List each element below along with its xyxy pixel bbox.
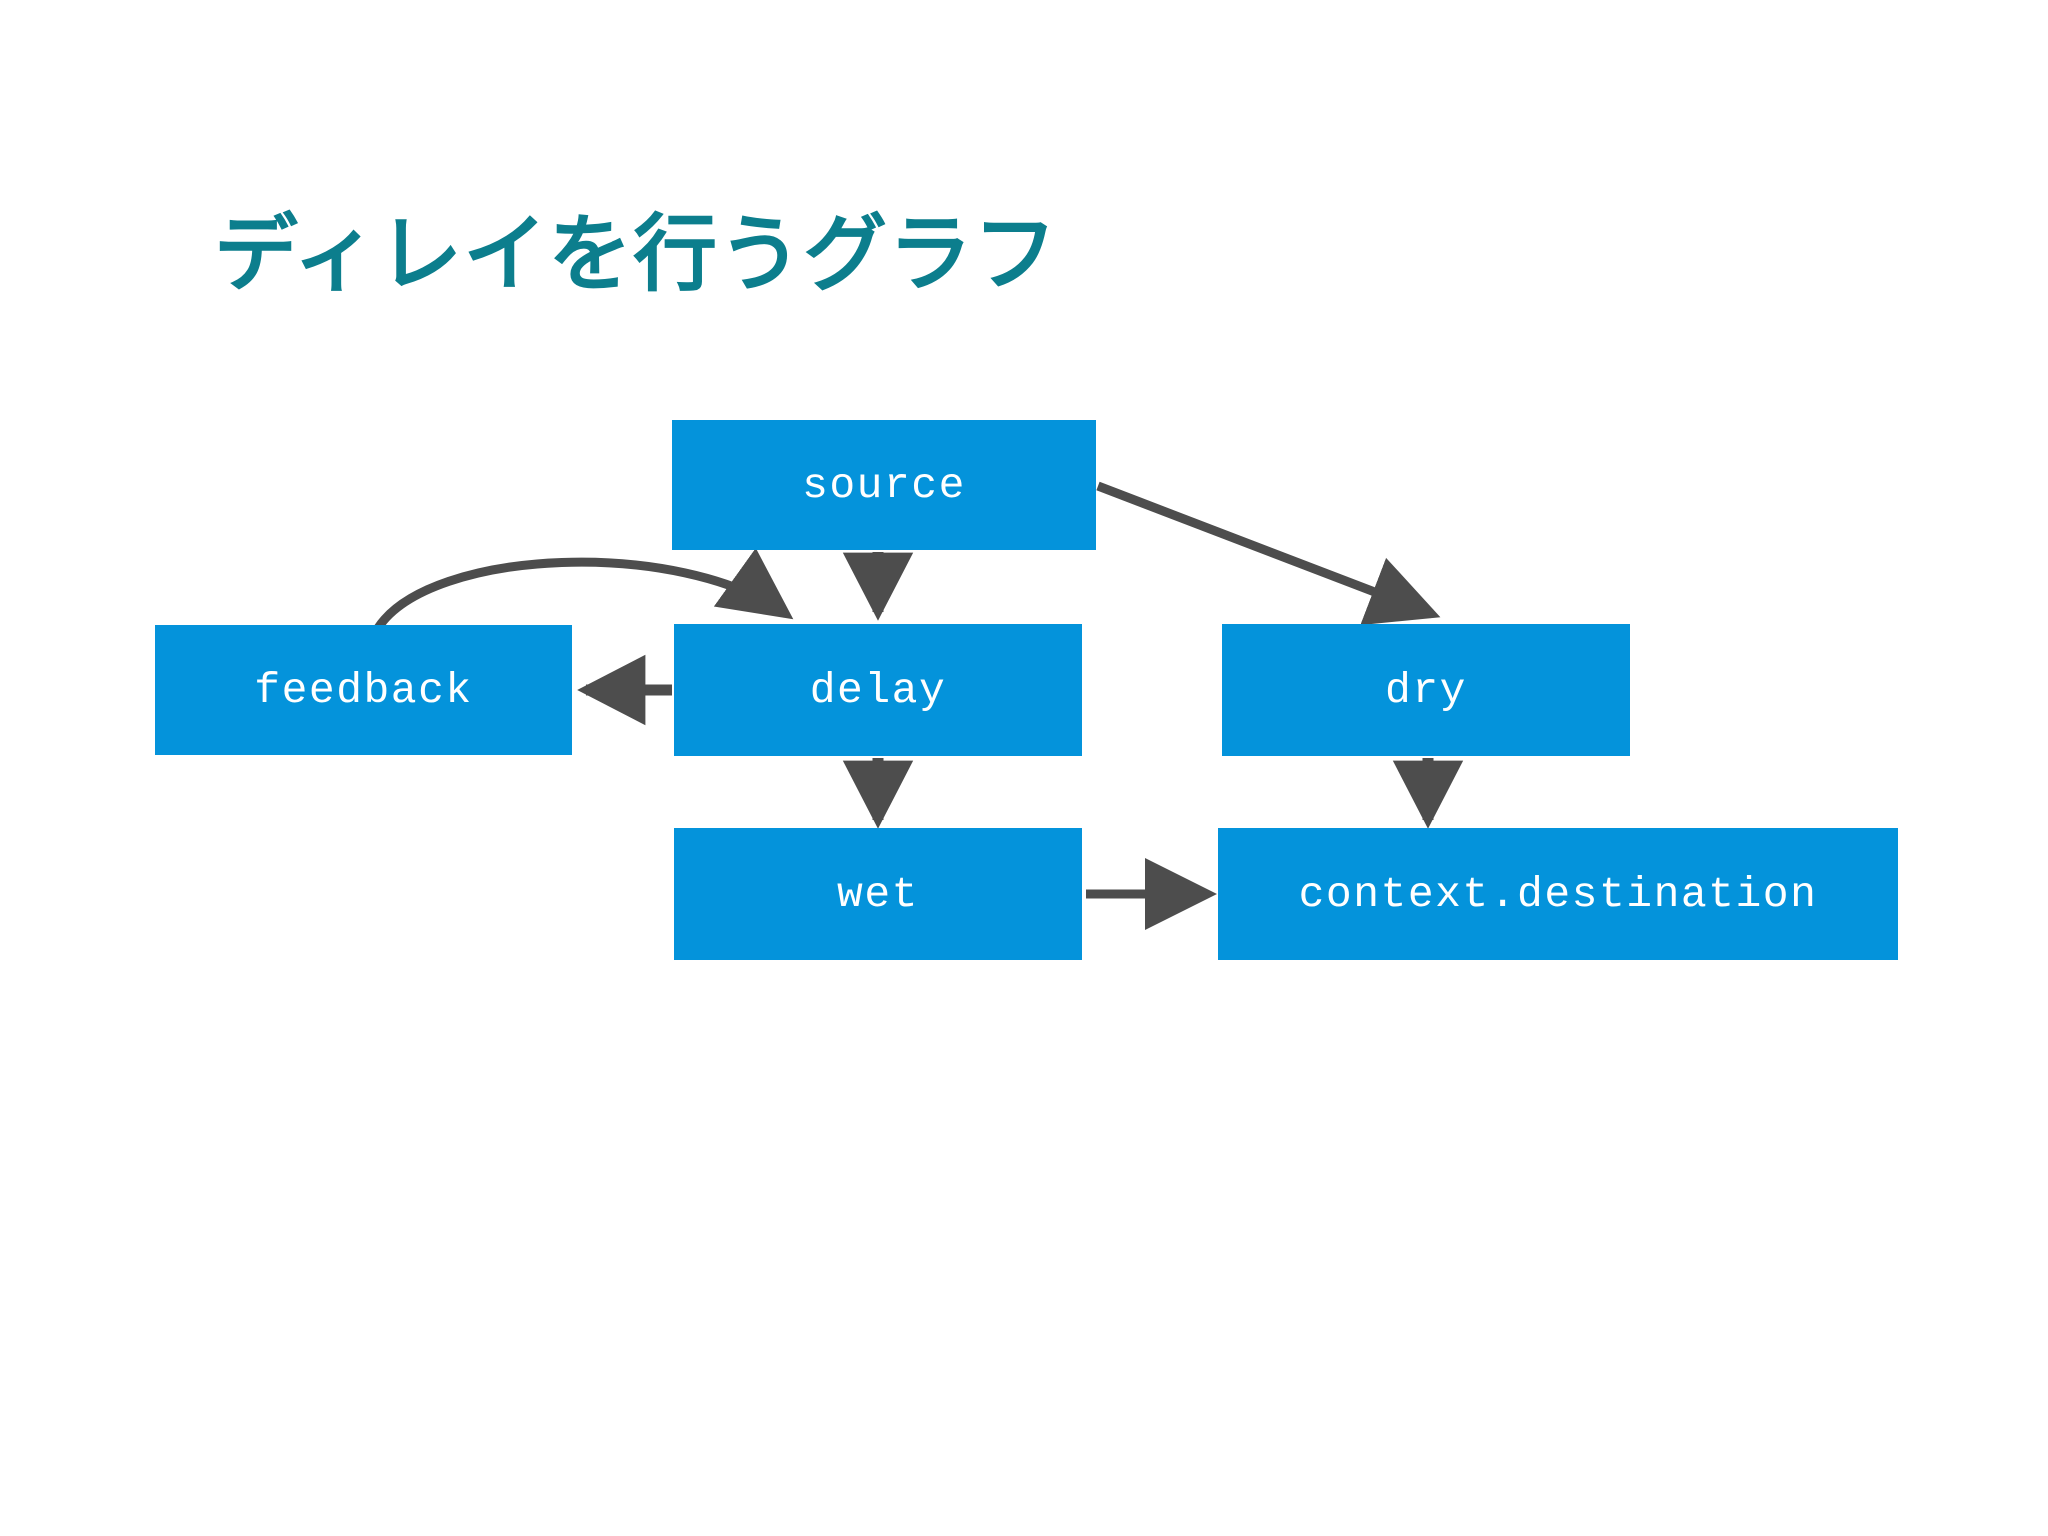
edge-feedback-to-delay xyxy=(374,548,794,631)
edge-source-to-dry xyxy=(1096,481,1441,626)
graph-node-wet[interactable]: wet xyxy=(674,828,1082,960)
page-title: ディレイを行うグラフ xyxy=(214,207,1059,301)
graph-node-context-destination[interactable]: context.destination xyxy=(1218,828,1898,960)
graph-node-delay[interactable]: delay xyxy=(674,624,1082,756)
graph-node-dry[interactable]: dry xyxy=(1222,624,1630,756)
graph-node-source[interactable]: source xyxy=(672,420,1096,550)
graph-node-feedback[interactable]: feedback xyxy=(155,625,572,755)
